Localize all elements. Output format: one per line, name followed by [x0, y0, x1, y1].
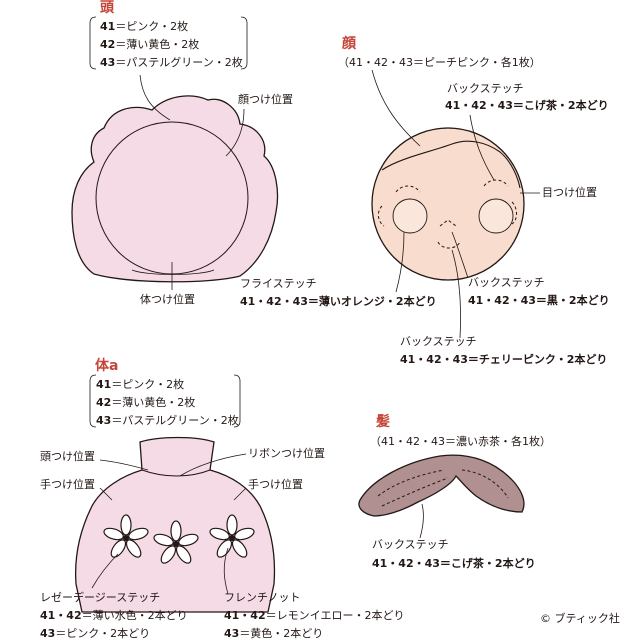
body-bracket-left	[89, 374, 97, 428]
head-line-1: 41＝ピンク・2枚	[100, 19, 188, 33]
flower-right	[209, 514, 255, 558]
body-line-3: 43＝パステルグリーン・2枚	[96, 413, 239, 427]
hand-left-leader	[99, 487, 113, 501]
head-pos-leader	[99, 459, 149, 471]
face-backstitch3-name: バックステッチ	[400, 335, 477, 348]
head-shape	[71, 95, 279, 283]
hair-section: 髪 （41・42・43＝濃い赤茶・各1枚） バックステッチ 41・42・43＝こ…	[358, 413, 551, 570]
face-fly-spec: 41・42・43＝薄いオレンジ・2本どり	[240, 294, 437, 308]
hair-title: 髪	[375, 413, 390, 430]
head-leader	[139, 74, 171, 121]
body-title: 体a	[95, 357, 118, 374]
lazy-daisy-spec2: 43＝ピンク・2本どり	[40, 626, 150, 640]
body-bracket-right	[233, 374, 241, 428]
body-hand-pos-left-label: 手つけ位置	[40, 477, 95, 491]
cheek-left-fly	[377, 205, 385, 227]
body-ribbon-pos-label: リボンつけ位置	[248, 446, 325, 460]
flower-left	[103, 514, 149, 558]
neck-line	[141, 469, 211, 477]
cheek-right-fly	[511, 201, 517, 225]
backstitch1-leader	[469, 114, 495, 181]
face-backstitch2-spec: 41・42・43＝黒・2本どり	[468, 293, 610, 307]
face-fly-name: フライステッチ	[240, 277, 317, 290]
body-head-pos-label: 頭つけ位置	[40, 449, 95, 463]
head-bracket-right	[240, 16, 248, 70]
hair-backstitch-name: バックステッチ	[372, 538, 449, 551]
cheek-right	[478, 198, 514, 234]
head-bracket-left	[89, 16, 97, 70]
body-section: 体a 41＝ピンク・2枚 42＝薄い黄色・2枚 43＝パステルグリーン・2枚 頭…	[40, 357, 405, 640]
hair-stitch-2	[381, 477, 449, 507]
cheek-left	[392, 198, 428, 234]
body-line-1: 41＝ピンク・2枚	[96, 377, 184, 391]
head-body-pos-label: 体つけ位置	[140, 292, 195, 306]
hair-stitch-1	[377, 469, 445, 497]
face-backstitch1-name: バックステッチ	[447, 82, 524, 95]
hairline	[381, 140, 521, 189]
face-material: （41・42・43＝ピーチピンク・各1枚）	[338, 55, 541, 69]
mouth-stitch	[437, 241, 461, 249]
flower-center	[153, 520, 199, 564]
ribbon-pos-leader	[179, 453, 247, 477]
eyebrow-left-stitch	[395, 185, 421, 193]
french-knot-leader	[223, 547, 229, 595]
nose-stitch	[439, 219, 457, 227]
lazy-daisy-name: レゼーデージーステッチ	[40, 590, 160, 604]
head-title: 頭	[100, 0, 115, 16]
body-hand-pos-right-label: 手つけ位置	[248, 477, 303, 491]
backstitch2-leader	[451, 231, 469, 279]
head-line-2: 42＝薄い黄色・2枚	[100, 37, 199, 51]
french-knot-name: フレンチノット	[224, 591, 300, 604]
face-backstitch2-name: バックステッチ	[468, 276, 545, 289]
hair-backstitch-leader	[419, 503, 424, 539]
hair-backstitch-spec: 41・42・43＝こげ茶・2本どり	[372, 556, 536, 570]
head-line-3: 43＝パステルグリーン・2枚	[100, 55, 243, 69]
copyright: © ブティック社	[540, 611, 620, 625]
face-section: 顔 （41・42・43＝ピーチピンク・各1枚） バックステッチ 41・42・43…	[240, 35, 610, 366]
hand-right-leader	[233, 487, 247, 501]
backstitch3-leader	[451, 249, 461, 339]
body-pos-mark	[131, 269, 215, 275]
face-backstitch1-spec: 41・42・43＝こげ茶・2本どり	[445, 98, 609, 112]
face-material-leader	[371, 69, 421, 147]
face-pos-leader	[225, 108, 245, 157]
hair-stitch-3	[461, 469, 509, 499]
head-section: 頭 41＝ピンク・2枚 42＝薄い黄色・2枚 43＝パステルグリーン・2枚 顔つ…	[71, 0, 293, 306]
eyebrow-right-stitch	[483, 179, 509, 187]
lazy-daisy-leader	[91, 553, 119, 589]
hair-material: （41・42・43＝濃い赤茶・各1枚）	[370, 434, 551, 448]
fly-leader	[395, 231, 405, 293]
french-knot-spec2: 43＝黄色・2本どり	[224, 626, 323, 640]
face-title: 顔	[341, 35, 357, 52]
face-eye-pos-label: 目つけ位置	[542, 185, 597, 199]
head-face-pos-label: 顔つけ位置	[238, 92, 293, 106]
face-backstitch3-spec: 41・42・43＝チェリーピンク・2本どり	[400, 352, 607, 366]
french-knot-spec1: 41・42＝レモンイエロー・2本どり	[224, 608, 405, 622]
body-line-2: 42＝薄い黄色・2枚	[96, 395, 195, 409]
lazy-daisy-spec1: 41・42＝薄い水色・2本どり	[40, 608, 188, 622]
hair-shape	[358, 454, 525, 517]
